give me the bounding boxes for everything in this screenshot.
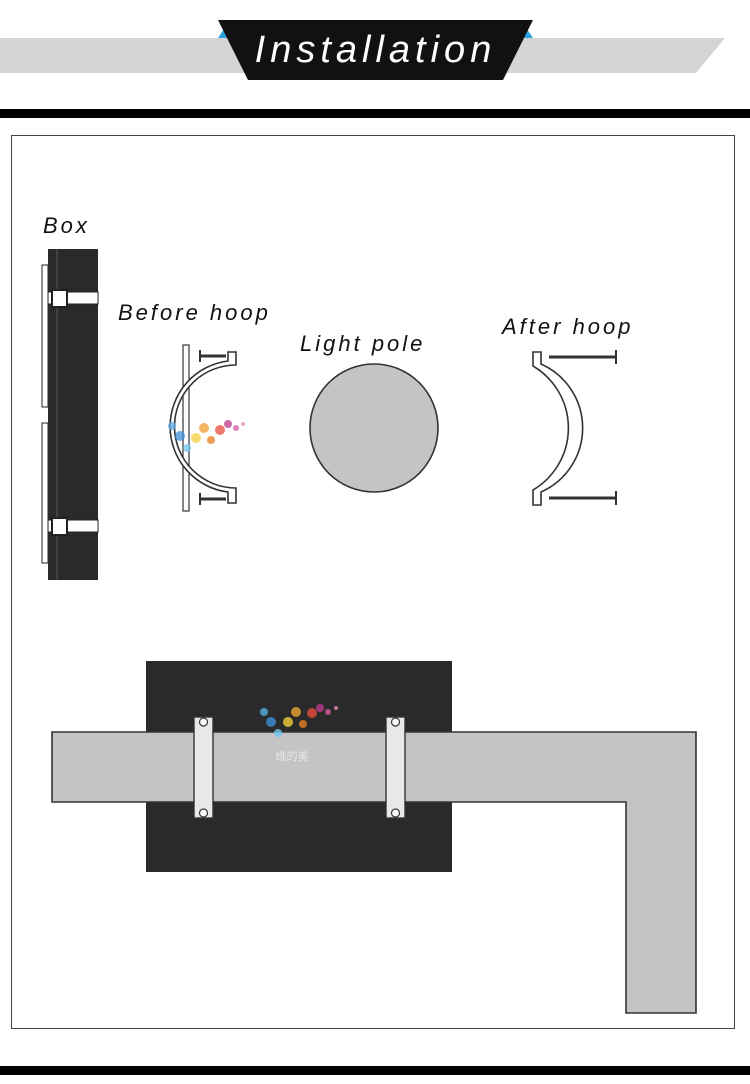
label-before-hoop: Before hoop (118, 300, 271, 325)
box-buckle-bottom (51, 517, 68, 536)
box-buckle-top (51, 289, 68, 308)
hoop-plate (182, 344, 190, 512)
watermark-caption: 维的美 (276, 749, 309, 763)
box-side-view (41, 249, 99, 580)
top-rule (0, 109, 750, 118)
page-title: Installation (254, 29, 497, 71)
light-pole-section (309, 363, 439, 493)
title-plate-shape (218, 20, 533, 80)
title-plate: Installation (218, 20, 533, 80)
before-hoop (169, 344, 237, 512)
bottom-rule (0, 1066, 750, 1075)
clamp-left (193, 716, 214, 819)
watermark-logo-2 (260, 704, 338, 737)
clamp-right (385, 716, 406, 819)
label-light-pole: Light pole (300, 331, 426, 356)
watermark-logo-1 (168, 420, 245, 452)
hoop-band-open (169, 351, 237, 504)
hoop-band-closed (532, 351, 584, 506)
label-after-hoop: After hoop (502, 314, 634, 339)
label-box: Box (43, 213, 90, 238)
front-view (51, 661, 697, 1014)
pole-arm (51, 731, 697, 1014)
diagram-frame (11, 135, 735, 1029)
after-hoop (532, 350, 617, 506)
